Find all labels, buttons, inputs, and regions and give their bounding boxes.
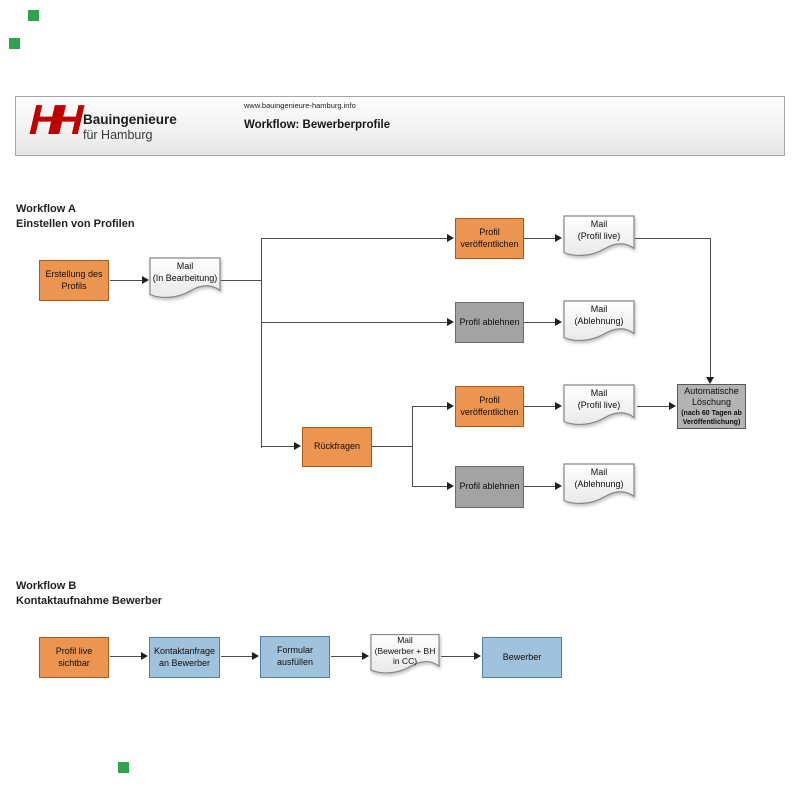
node-bewerber: Bewerber	[482, 637, 562, 678]
doc-mail-ablehnung-1: Mail (Ablehnung)	[563, 300, 635, 345]
website-url: www.bauingenieure-hamburg.info	[244, 101, 356, 110]
doc-mail-bewerber-bh-cc: Mail (Bewerber + BH in CC)	[370, 633, 440, 678]
node-label: Erstellung des Profils	[45, 268, 103, 291]
green-marker	[118, 762, 129, 773]
connector	[524, 406, 555, 407]
green-marker	[28, 10, 39, 21]
connector	[221, 280, 262, 281]
connector	[412, 486, 447, 487]
workflow-a-title: Workflow A	[16, 203, 76, 215]
page-title: Workflow: Bewerberprofile	[244, 119, 391, 131]
arrow-icon	[555, 234, 562, 242]
arrow-icon	[555, 318, 562, 326]
workflow-a-subtitle: Einstellen von Profilen	[16, 218, 135, 230]
connector	[524, 322, 555, 323]
connector	[261, 238, 447, 239]
node-formular-ausfuellen: Formular ausfüllen	[260, 636, 330, 678]
node-label: Bewerber	[502, 651, 542, 662]
node-rueckfragen: Rückfragen	[302, 427, 372, 467]
connector	[261, 322, 447, 323]
connector	[710, 238, 711, 377]
doc-label: Mail (Profil live)	[577, 219, 621, 241]
node-kontaktanfrage-an-bewerber: Kontaktanfrage an Bewerber	[149, 637, 220, 678]
document-shape-icon	[149, 257, 221, 299]
arrow-icon	[447, 402, 454, 410]
node-profil-veroeffentlichen-1: Profil veröffentlichen	[455, 218, 524, 259]
arrow-icon	[447, 234, 454, 242]
arrow-icon	[474, 652, 481, 660]
connector	[372, 446, 413, 447]
arrow-icon	[669, 402, 676, 410]
node-label: Profil ablehnen	[459, 481, 520, 492]
workflow-b-subtitle: Kontaktaufnahme Bewerber	[16, 595, 163, 607]
node-label: Rückfragen	[313, 441, 361, 452]
arrow-icon	[555, 402, 562, 410]
node-erstellung-des-profils: Erstellung des Profils	[39, 260, 109, 301]
green-marker	[9, 38, 20, 49]
node-label: Profil veröffentlichen	[460, 226, 519, 249]
connector	[412, 406, 413, 487]
doc-label: Mail (In Bearbeitung)	[152, 261, 218, 283]
arrow-icon	[294, 442, 301, 450]
connector	[110, 656, 141, 657]
node-automatische-loeschung: Automatische Löschung (nach 60 Tagen ab …	[677, 384, 746, 429]
doc-mail-profil-live-2: Mail (Profil live)	[563, 384, 635, 429]
arrow-icon	[447, 482, 454, 490]
node-label: Profil ablehnen	[459, 316, 520, 327]
connector	[635, 238, 711, 239]
doc-mail-ablehnung-2: Mail (Ablehnung)	[563, 463, 635, 508]
node-note: (nach 60 Tagen ab Veröffentlichung)	[681, 409, 742, 426]
node-label: Profil live sichtbar	[55, 645, 93, 668]
connector	[261, 238, 262, 448]
document-shape-icon	[370, 634, 440, 674]
arrow-icon	[252, 652, 259, 660]
doc-label: Mail (Ablehnung)	[574, 467, 624, 489]
connector	[637, 406, 669, 407]
arrow-icon	[706, 377, 714, 384]
connector	[110, 280, 142, 281]
document-shape-icon	[563, 384, 635, 426]
arrow-icon	[142, 276, 149, 284]
doc-label: Mail (Profil live)	[577, 388, 621, 410]
doc-mail-in-bearbeitung: Mail (In Bearbeitung)	[149, 257, 221, 302]
document-shape-icon	[563, 300, 635, 342]
node-profil-ablehnen-2: Profil ablehnen	[455, 466, 524, 508]
connector	[412, 406, 447, 407]
arrow-icon	[555, 482, 562, 490]
document-shape-icon	[563, 215, 635, 257]
connector	[441, 656, 474, 657]
node-label: Automatische Löschung	[684, 385, 739, 408]
node-profil-live-sichtbar: Profil live sichtbar	[39, 637, 109, 678]
workflow-b-title: Workflow B	[16, 580, 77, 592]
document-shape-icon	[563, 463, 635, 505]
connector	[221, 656, 252, 657]
node-label: Profil veröffentlichen	[460, 394, 519, 417]
node-profil-veroeffentlichen-2: Profil veröffentlichen	[455, 386, 524, 427]
node-label: Kontaktanfrage an Bewerber	[153, 645, 216, 668]
doc-label: Mail (Ablehnung)	[574, 304, 624, 326]
brand-name: Bauingenieure	[83, 112, 177, 127]
brand-block: Bauingenieure für Hamburg	[83, 112, 177, 143]
arrow-icon	[141, 652, 148, 660]
doc-mail-profil-live-1: Mail (Profil live)	[563, 215, 635, 260]
header-bar: HH Bauingenieure für Hamburg www.bauinge…	[15, 96, 785, 156]
node-label: Formular ausfüllen	[276, 645, 314, 667]
doc-label: Mail (Bewerber + BH in CC)	[374, 635, 436, 667]
connector	[524, 238, 555, 239]
connector	[524, 486, 555, 487]
connector	[331, 656, 362, 657]
connector	[261, 446, 294, 447]
brand-subtitle: für Hamburg	[83, 127, 153, 142]
arrow-icon	[362, 652, 369, 660]
logo-hh-monogram: HH	[24, 96, 83, 143]
node-profil-ablehnen-1: Profil ablehnen	[455, 302, 524, 343]
arrow-icon	[447, 318, 454, 326]
